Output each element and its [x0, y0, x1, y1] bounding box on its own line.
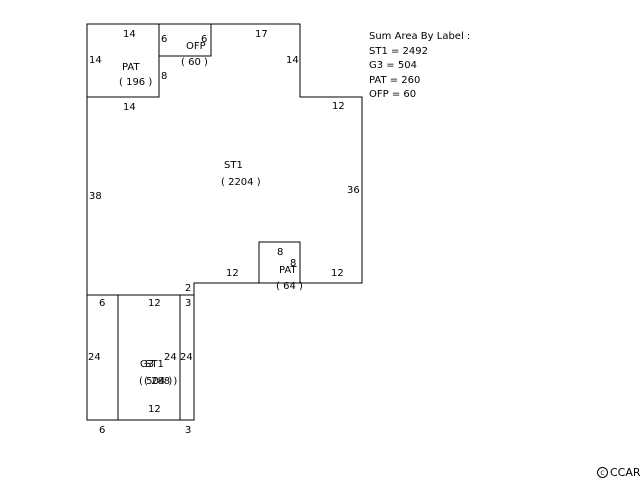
dim-label: 3 [185, 425, 191, 436]
summary-line: ST1 = 2492 [369, 45, 429, 57]
dim-label: 24 [164, 352, 177, 363]
cc-icon: C [597, 467, 608, 478]
pat-upper-box [86, 23, 160, 98]
dim-label: 8 [290, 258, 296, 269]
dim-label: 12 [332, 101, 345, 112]
area-label: PAT [122, 62, 140, 73]
dim-label: 12 [148, 404, 161, 415]
dim-label: 6 [99, 425, 105, 436]
summary-line: OFP = 60 [369, 89, 417, 100]
dim-label: 17 [255, 29, 268, 40]
dim-label: 38 [89, 191, 102, 202]
area-label: OFP [186, 41, 206, 52]
area-value: ( 64 ) [276, 281, 303, 292]
area-value: ( 196 ) [119, 77, 152, 88]
dim-label: 8 [277, 247, 283, 258]
dim-label: 6 [201, 34, 207, 45]
watermark: C CCAR [597, 466, 640, 479]
dim-label: 6 [161, 34, 167, 45]
area-label: G3 [140, 359, 154, 370]
dim-label: 14 [286, 55, 299, 66]
dim-label: 14 [123, 29, 136, 40]
dim-label: 12 [331, 268, 344, 279]
area-label: ST1 [224, 160, 243, 171]
dim-label: 12 [148, 298, 161, 309]
summary-line: G3 = 504 [369, 60, 417, 71]
area-value: ( 2204 ) [221, 177, 261, 188]
summary-title: Sum Area By Label : [369, 31, 471, 42]
summary-line: PAT = 260 [369, 74, 421, 86]
dim-label: 12 [226, 268, 239, 279]
pat-small-box [258, 241, 301, 284]
area-summary: Sum Area By Label : ST1 = 2492 G3 = 504 … [369, 30, 470, 103]
garage-outline [86, 294, 195, 421]
dim-label: 6 [99, 298, 105, 309]
watermark-text: CCAR [610, 466, 640, 479]
ofp-box [158, 23, 212, 57]
dim-label: 3 [185, 298, 191, 309]
dim-label: 36 [347, 185, 360, 196]
area-value: ( 288 ) [144, 376, 177, 387]
dim-label: 14 [123, 102, 136, 113]
area-value: ( 60 ) [181, 57, 208, 68]
dim-label: 8 [161, 71, 167, 82]
dim-label: 24 [180, 352, 193, 363]
area-value: ( 504 ) [139, 376, 172, 387]
dim-label: 14 [89, 55, 102, 66]
dim-label: 24 [88, 352, 101, 363]
area-label: ST1 [145, 359, 164, 370]
area-label: PAT [279, 265, 297, 276]
dim-label: 2 [185, 283, 191, 294]
